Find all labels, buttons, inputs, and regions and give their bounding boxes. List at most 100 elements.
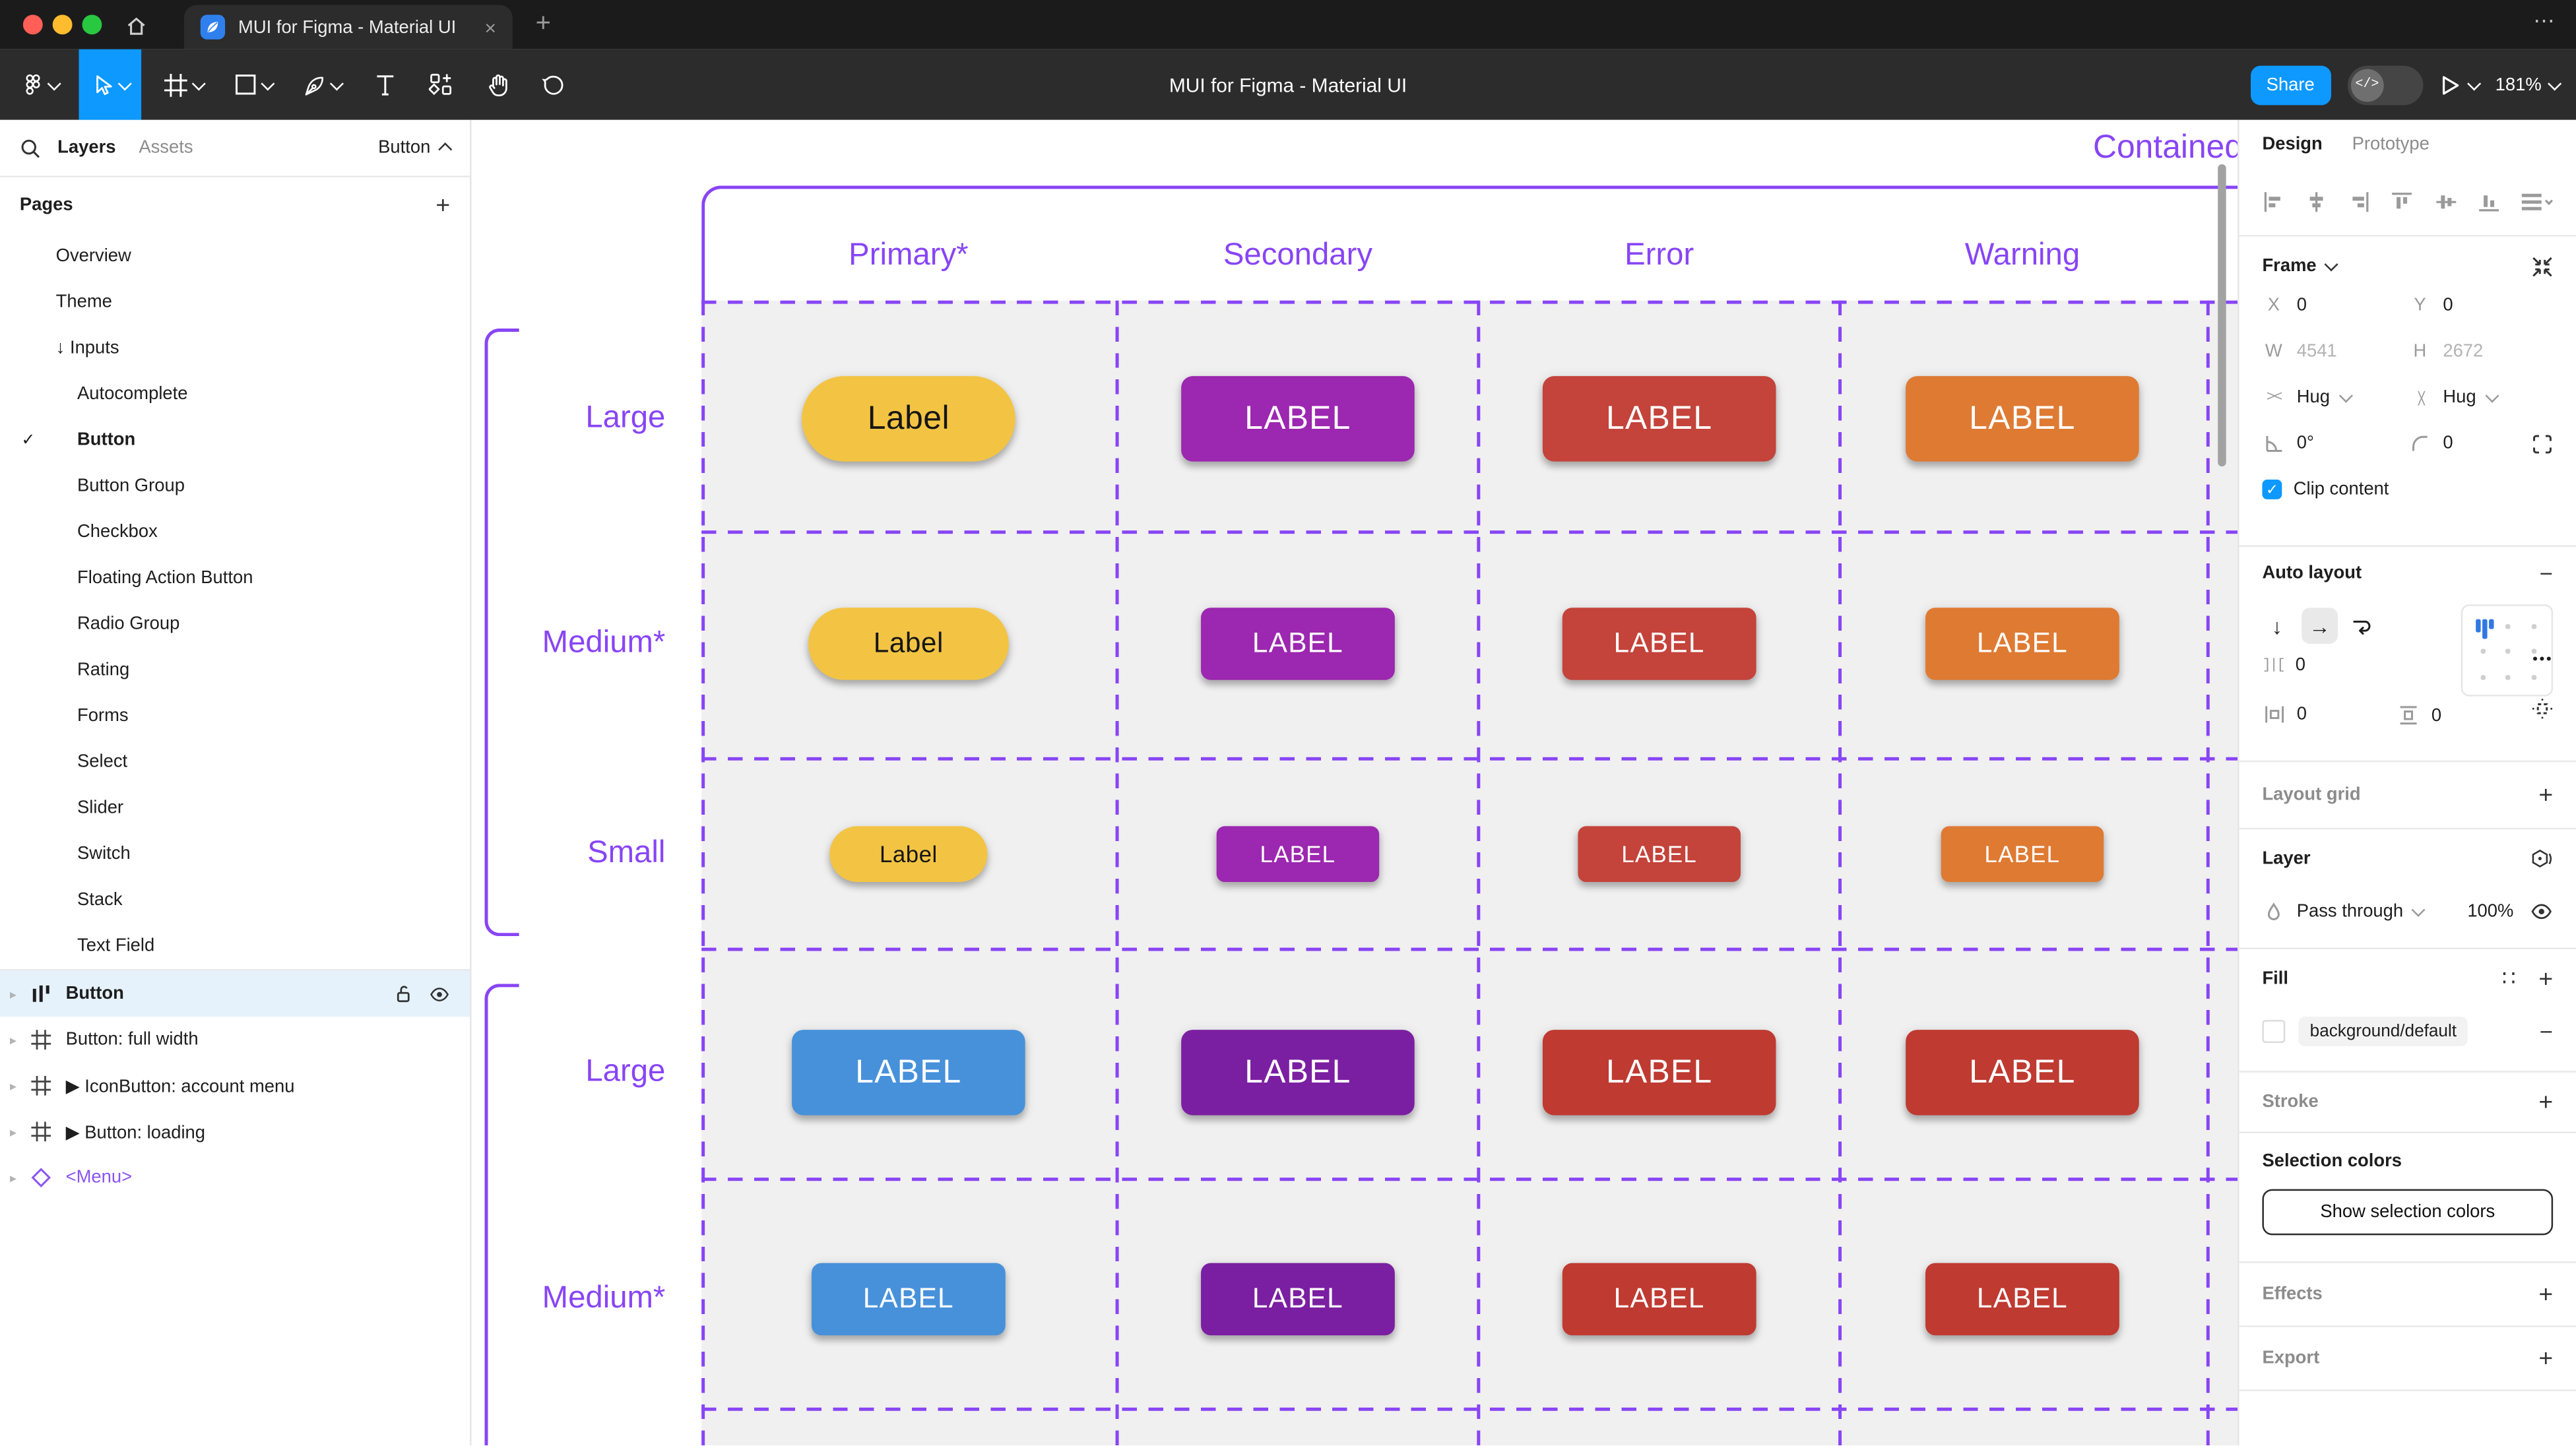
traffic-close-button[interactable]: [22, 15, 43, 35]
fill-styles-icon[interactable]: ∷: [2501, 966, 2516, 991]
traffic-zoom-button[interactable]: [82, 15, 102, 35]
canvas-button-large-error[interactable]: LABEL: [1542, 376, 1776, 462]
layer-row-button-full-width[interactable]: ▸Button: full width: [0, 1017, 470, 1063]
canvas-button-medium-warning[interactable]: LABEL: [1925, 1263, 2119, 1336]
new-tab-button[interactable]: +: [535, 9, 551, 38]
expand-chevron-icon[interactable]: ▸: [9, 1032, 16, 1048]
page-item-stack[interactable]: Stack: [0, 877, 470, 924]
add-layout-grid-button[interactable]: +: [2538, 780, 2554, 809]
height-input[interactable]: 2672: [2443, 341, 2484, 362]
independent-corners-icon[interactable]: [2530, 433, 2553, 455]
canvas-button-large-primary[interactable]: LABEL: [792, 1030, 1025, 1116]
canvas-button-small-secondary[interactable]: LABEL: [1216, 826, 1380, 883]
hand-tool-button[interactable]: [472, 49, 525, 120]
width-input[interactable]: 4541: [2296, 341, 2337, 362]
page-item-overview[interactable]: Overview: [0, 234, 470, 280]
home-button[interactable]: [115, 10, 158, 41]
page-item-button-group[interactable]: Button Group: [0, 463, 470, 509]
canvas-button-small-error[interactable]: LABEL: [1578, 826, 1741, 883]
layer-row-button[interactable]: ▸Button: [0, 970, 470, 1017]
canvas-button-medium-primary[interactable]: LABEL: [811, 1263, 1006, 1336]
text-tool-button[interactable]: [360, 49, 409, 120]
canvas-scrollbar[interactable]: [2218, 164, 2226, 467]
clip-content-checkbox[interactable]: ✓: [2262, 480, 2282, 499]
page-item-forms[interactable]: Forms: [0, 693, 470, 739]
add-export-button[interactable]: +: [2538, 1344, 2554, 1373]
remove-fill-button[interactable]: −: [2539, 1018, 2554, 1045]
y-input[interactable]: 0: [2443, 296, 2453, 316]
dev-mode-toggle[interactable]: </>: [2347, 65, 2424, 105]
canvas-button-small-warning[interactable]: LABEL: [1941, 826, 2104, 883]
gap-input[interactable]: 0: [2295, 655, 2306, 676]
vertical-padding-input[interactable]: 0: [2431, 705, 2442, 726]
auto-layout-wrap-button[interactable]: [2344, 608, 2381, 644]
align-bottom-icon[interactable]: [2477, 191, 2500, 214]
tab-layers[interactable]: Layers: [57, 138, 116, 158]
horizontal-sizing-select[interactable]: Hug: [2296, 387, 2331, 408]
auto-layout-alignment-widget[interactable]: [2461, 604, 2554, 697]
vertical-sizing-select[interactable]: Hug: [2443, 387, 2476, 408]
page-item-button[interactable]: ✓Button: [0, 417, 470, 463]
canvas-button-medium-error[interactable]: LABEL: [1562, 608, 1756, 680]
add-stroke-button[interactable]: +: [2538, 1088, 2554, 1116]
eye-icon[interactable]: [2530, 902, 2553, 922]
canvas-button-large-warning[interactable]: LABEL: [1906, 376, 2139, 462]
canvas-button-medium-primary[interactable]: Label: [808, 608, 1009, 680]
expand-chevron-icon[interactable]: ▸: [9, 1124, 16, 1139]
actions-tool-button[interactable]: [414, 49, 467, 120]
expand-chevron-icon[interactable]: ▸: [9, 1078, 16, 1093]
align-top-icon[interactable]: [2391, 191, 2414, 214]
distribute-menu-icon[interactable]: [2520, 191, 2553, 214]
align-vertical-center-icon[interactable]: [2434, 191, 2457, 214]
zoom-menu[interactable]: 181%: [2496, 75, 2562, 94]
align-right-icon[interactable]: [2348, 191, 2371, 214]
page-item-text-field[interactable]: Text Field: [0, 923, 470, 969]
main-menu-button[interactable]: [10, 49, 73, 120]
shape-tool-button[interactable]: [224, 49, 283, 120]
canvas-button-medium-secondary[interactable]: LABEL: [1201, 1263, 1395, 1336]
pen-tool-button[interactable]: [292, 49, 352, 120]
horizontal-padding-input[interactable]: 0: [2296, 705, 2307, 725]
fill-token-chip[interactable]: background/default: [2298, 1017, 2468, 1047]
corner-radius-input[interactable]: 0: [2443, 433, 2453, 454]
frame-title-label[interactable]: Frame: [2262, 256, 2317, 276]
tab-design[interactable]: Design: [2262, 135, 2323, 155]
search-icon[interactable]: [20, 137, 41, 158]
fill-color-swatch[interactable]: [2262, 1020, 2286, 1044]
add-effect-button[interactable]: +: [2538, 1280, 2554, 1309]
canvas-button-large-secondary[interactable]: LABEL: [1181, 1030, 1415, 1116]
expand-chevron-icon[interactable]: ▸: [9, 986, 16, 1001]
align-horizontal-center-icon[interactable]: [2305, 191, 2329, 214]
move-tool-button[interactable]: [79, 49, 142, 120]
page-item-checkbox[interactable]: Checkbox: [0, 509, 470, 555]
blend-mode-select[interactable]: Pass through: [2296, 901, 2404, 922]
remove-auto-layout-button[interactable]: −: [2539, 560, 2554, 586]
show-selection-colors-button[interactable]: Show selection colors: [2262, 1189, 2554, 1236]
canvas-button-large-secondary[interactable]: LABEL: [1181, 376, 1415, 462]
unlock-icon[interactable]: [395, 984, 412, 1003]
auto-layout-horizontal-button[interactable]: →: [2302, 608, 2338, 644]
shrink-to-fit-icon[interactable]: [2530, 255, 2553, 276]
auto-layout-more-button[interactable]: •••: [2532, 650, 2554, 667]
layer-row--menu-[interactable]: ▸<Menu>: [0, 1154, 470, 1201]
x-input[interactable]: 0: [2296, 296, 2307, 316]
layer-row--iconbutton-account-menu[interactable]: ▸▶ IconButton: account menu: [0, 1063, 470, 1109]
present-button[interactable]: [2439, 73, 2481, 96]
individual-padding-icon[interactable]: [2530, 698, 2553, 719]
comment-tool-button[interactable]: [527, 49, 580, 120]
tab-close-icon[interactable]: ×: [484, 15, 496, 39]
visible-eye-icon[interactable]: [429, 985, 450, 1003]
page-item-radio-group[interactable]: Radio Group: [0, 601, 470, 647]
expand-chevron-icon[interactable]: ▸: [9, 1170, 16, 1185]
page-item-rating[interactable]: Rating: [0, 647, 470, 693]
add-page-button[interactable]: +: [435, 191, 451, 220]
share-button[interactable]: Share: [2249, 65, 2331, 105]
auto-layout-vertical-button[interactable]: ↓: [2271, 613, 2282, 639]
page-item-floating-action-button[interactable]: Floating Action Button: [0, 555, 470, 602]
layer-row--button-loading[interactable]: ▸▶ Button: loading: [0, 1109, 470, 1155]
page-item-switch[interactable]: Switch: [0, 831, 470, 877]
frame-title[interactable]: Contained: [2093, 129, 2238, 166]
rotation-input[interactable]: 0°: [2296, 433, 2314, 454]
canvas-button-large-warning[interactable]: LABEL: [1906, 1030, 2139, 1116]
canvas-button-medium-warning[interactable]: LABEL: [1925, 608, 2119, 680]
